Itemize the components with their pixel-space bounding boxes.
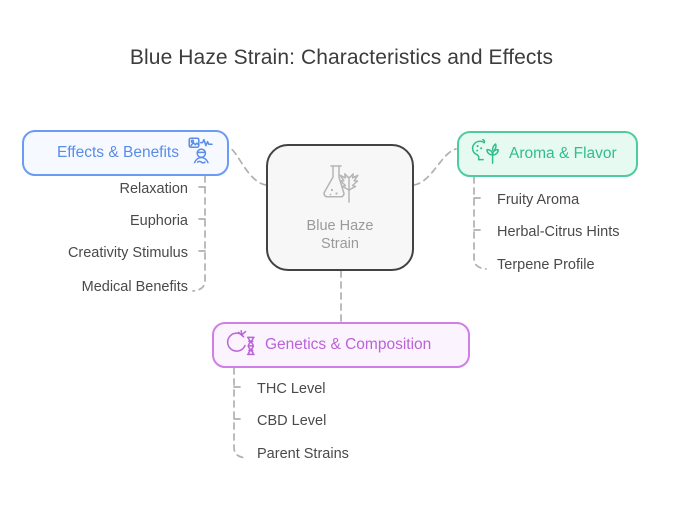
- leaf-item-thc-level: THC Level: [257, 381, 326, 397]
- edge-center-to-effects: [229, 147, 267, 186]
- leaf-item-creativity-stimulus: Creativity Stimulus: [67, 245, 188, 261]
- edge-center-to-aroma: [413, 148, 457, 186]
- dna-magnifier-icon: [226, 329, 256, 362]
- leaf-item-fruity-aroma: Fruity Aroma: [497, 192, 580, 208]
- branch-label-aroma-flavor: Aroma & Flavor: [509, 145, 617, 162]
- page-title: Blue Haze Strain: Characteristics and Ef…: [129, 46, 554, 69]
- flask-cannabis-leaf-icon: [316, 163, 364, 210]
- branch-node-genetics-composition[interactable]: Genetics & Composition: [212, 322, 470, 368]
- leaf-item-cbd-level: CBD Level: [257, 413, 327, 429]
- leaf-item-herbal-citrus-hints: Herbal-Citrus Hints: [497, 224, 620, 240]
- nose-scent-leaf-icon: [471, 138, 500, 170]
- leaf-item-terpene-profile: Terpene Profile: [497, 257, 595, 273]
- leaf-item-parent-strains: Parent Strains: [257, 446, 349, 462]
- branch-node-aroma-flavor[interactable]: Aroma & Flavor: [457, 131, 638, 177]
- branch-label-genetics-composition: Genetics & Composition: [265, 336, 432, 353]
- edge-aroma-trunk: [473, 176, 487, 270]
- health-monitor-person-icon: [188, 136, 215, 170]
- branch-label-effects-benefits: Effects & Benefits: [56, 144, 179, 161]
- center-node-blue-haze-strain[interactable]: Blue Haze Strain: [266, 144, 414, 271]
- edge-effects-trunk: [192, 175, 206, 292]
- leaf-item-relaxation: Relaxation: [119, 181, 188, 197]
- center-node-label: Blue Haze Strain: [306, 217, 374, 252]
- leaf-item-euphoria: Euphoria: [129, 213, 188, 229]
- edge-genetics-trunk: [233, 367, 247, 459]
- leaf-item-medical-benefits: Medical Benefits: [81, 279, 188, 295]
- branch-node-effects-benefits[interactable]: Effects & Benefits: [22, 130, 229, 176]
